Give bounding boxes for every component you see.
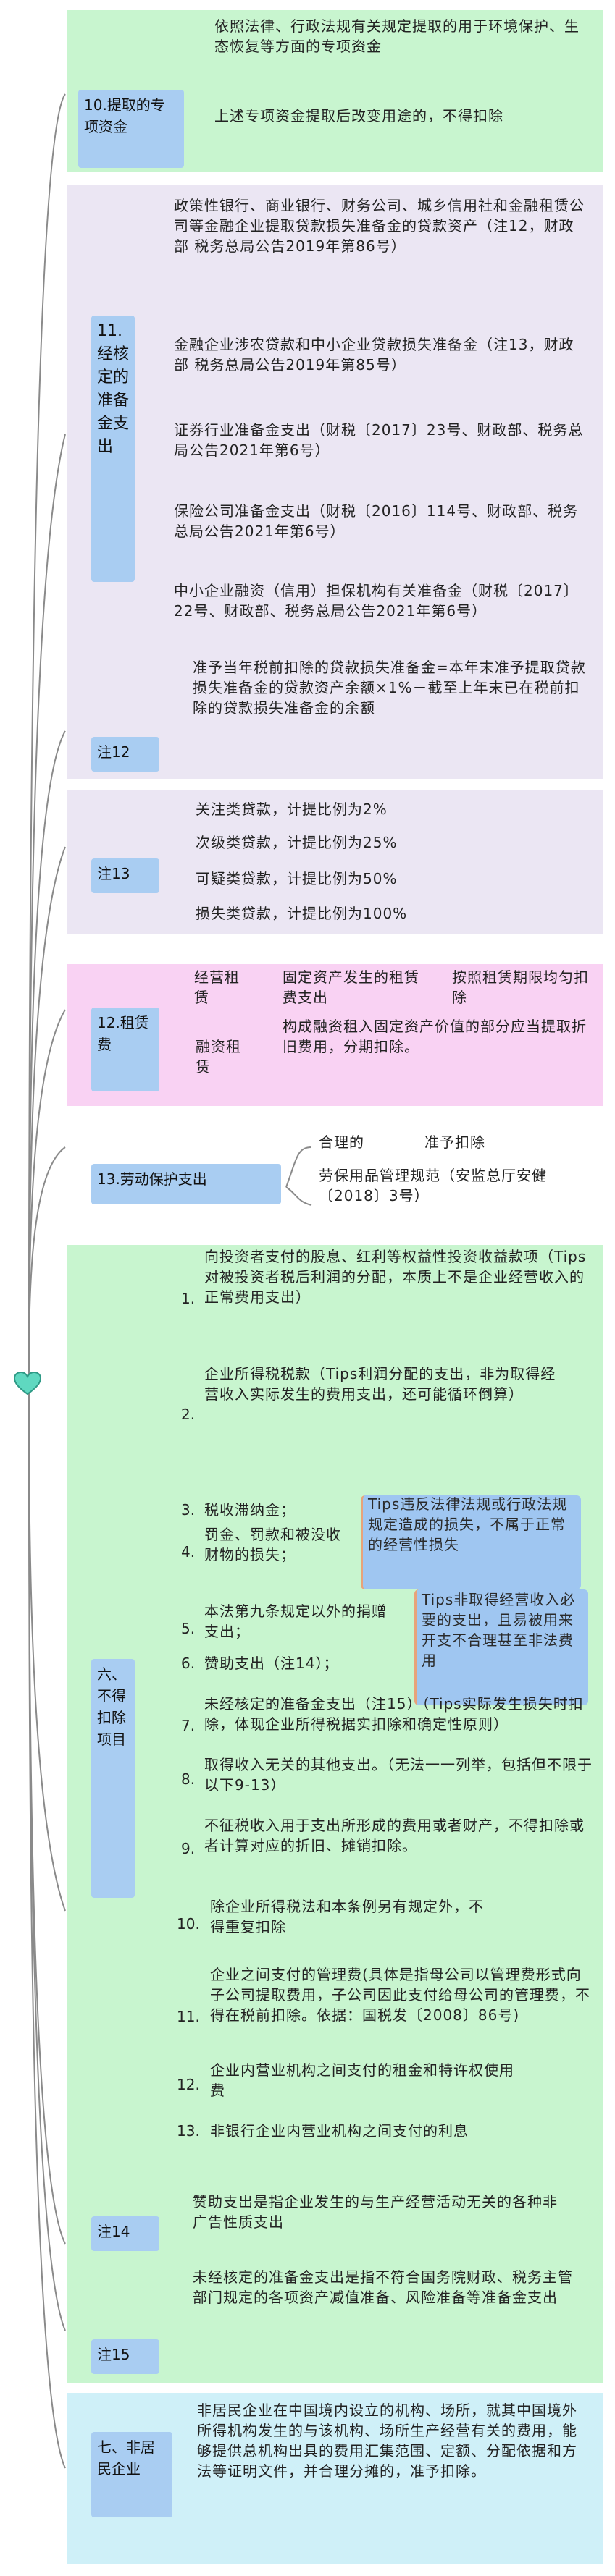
item-3-text: 税收滞纳金； [204,1501,296,1519]
section-10-label: 10.提取的专项资金 [78,90,184,168]
item-7-number: 7. [181,1717,196,1734]
section-11-label: 11.经核定的准备金支出 [91,316,135,582]
section-13-regulation: 劳保用品管理规范（安监总厅安健〔2018〕3号） [319,1167,547,1204]
note-12-text: 准予当年税前扣除的贷款损失准备金=本年末准予提取贷款损失准备金的贷款资产余额×1… [193,659,586,717]
item-10-number: 10. [177,1915,200,1933]
item-13-number: 13. [177,2122,200,2140]
heart-icon [13,1371,42,1395]
note-13-item: 损失类贷款，计提比例为100% [196,905,408,922]
item-6-number: 6. [181,1655,196,1672]
item-5-number: 5. [181,1620,196,1637]
item-9-number: 9. [181,1840,196,1857]
note-15-text: 未经核定的准备金支出是指不符合国务院财政、税务主管部门规定的各项资产减值准备、风… [193,2268,573,2306]
item-13-text: 非银行企业内营业机构之间支付的利息 [210,2122,469,2140]
item-8-text: 取得收入无关的其他支出。（无法一一列举，包括但不限于以下9-13） [204,1756,593,1794]
item-4-text: 罚金、罚款和被没收财物的损失； [204,1526,341,1563]
item-11-number: 11. [177,2008,200,2025]
section-11-item: 中小企业融资（信用）担保机构有关准备金（财税〔2017〕22号、财政部、税务总局… [174,582,579,620]
operating-lease-label: 经营租赁 [194,968,240,1006]
item-2-number: 2. [181,1406,196,1423]
item-1-text: 向投资者支付的股息、红利等权益性投资收益款项（Tips对被投资者税后利润的分配，… [204,1248,587,1306]
note-12-label: 注12 [91,737,159,772]
item-7-text: 未经核定的准备金支出（注15）（Tips实际发生损失时扣除，体现企业所得税据实扣… [204,1695,584,1733]
item-12-text: 企业内营业机构之间支付的租金和特许权使用费 [210,2061,514,2099]
note-15-label: 注15 [91,2339,159,2374]
section-11-item: 政策性银行、商业银行、财务公司、城乡信用社和金融租赁公司等金融企业提取贷款损失准… [174,197,585,255]
item-4-number: 4. [181,1543,196,1561]
tip-text-sponsorship: Tips非取得经营收入必要的支出，且易被用来开支不合理甚至非法费用 [422,1591,576,1669]
section-13-label: 13.劳动保护支出 [91,1164,281,1204]
note-13-label: 注13 [91,858,159,893]
section-13-deductible: 准予扣除 [424,1133,485,1151]
item-10-text: 除企业所得税法和本条例另有规定外，不得重复扣除 [210,1898,484,1935]
item-6-text: 赞助支出（注14）； [204,1655,339,1672]
section-6-label: 六、不得扣除项目 [91,1659,135,1898]
section-12-label: 12.租赁费 [91,1008,159,1091]
item-5-text: 本法第九条规定以外的捐赠支出； [204,1602,387,1640]
section-6-panel [67,1245,603,2186]
item-2-text: 企业所得税税款（Tips利润分配的支出，非为取得经营收入实际发生的费用支出，还可… [204,1365,556,1403]
section-11-panel [67,185,603,654]
section-11-item: 证券行业准备金支出（财税〔2017〕23号、财政部、税务总局公告2021年第6号… [174,421,584,459]
operating-lease-expense: 固定资产发生的租赁费支出 [283,968,419,1006]
item-11-text: 企业之间支付的管理费(具体是指母公司以管理费形式向子公司提取费用，子公司因此支付… [210,1966,590,2024]
note-14-label: 注14 [91,2216,159,2251]
note-13-item: 次级类贷款，计提比例为25% [196,834,398,851]
operating-lease-deduction: 按照租赁期限均匀扣除 [452,968,589,1006]
section-11-item: 金融企业涉农贷款和中小企业贷款损失准备金（注13，财政部 税务总局公告2019年… [174,336,574,373]
note-13-item: 可疑类贷款，计提比例为50% [196,870,398,887]
tip-text-loss: Tips违反法律法规或行政法规规定造成的损失，不属于正常的经营性损失 [368,1495,568,1553]
section-13-reasonable: 合理的 [319,1133,364,1151]
section-11-item: 保险公司准备金支出（财税〔2016〕114号、财政部、税务总局公告2021年第6… [174,502,579,540]
item-9-text: 不征税收入用于支出所形成的费用或者财产，不得扣除或者计算对应的折旧、摊销扣除。 [204,1817,585,1854]
tip-box-loss [361,1495,581,1589]
item-8-number: 8. [181,1770,196,1788]
note-13-item: 关注类贷款，计提比例为2% [196,801,388,818]
section-10-item: 上述专项资金提取后改变用途的，不得扣除 [214,107,503,124]
section-10-item: 依照法律、行政法规有关规定提取的用于环境保护、生态恢复等方面的专项资金 [214,17,580,55]
item-12-number: 12. [177,2076,200,2093]
finance-lease-label: 融资租赁 [196,1038,241,1076]
section-7-label: 七、非居民企业 [91,2432,172,2517]
finance-lease-text: 构成融资租入固定资产价值的部分应当提取折旧费用，分期扣除。 [283,1018,587,1055]
section-7-text: 非居民企业在中国境内设立的机构、场所，就其中国境外所得机构发生的与该机构、场所生… [197,2402,577,2480]
item-1-number: 1. [181,1290,196,1307]
item-3-number: 3. [181,1501,196,1519]
tip-box-sponsorship [414,1589,588,1705]
note-14-text: 赞助支出是指企业发生的与生产经营活动无关的各种非广告性质支出 [193,2193,558,2231]
